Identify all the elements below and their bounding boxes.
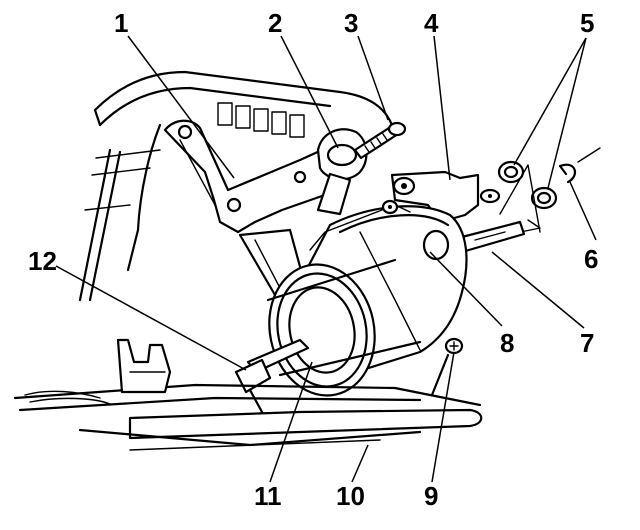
dash-frame bbox=[78, 70, 394, 302]
bushings bbox=[497, 160, 558, 210]
callout-12: 12 bbox=[28, 246, 57, 276]
callout-2: 2 bbox=[268, 8, 282, 38]
base-panel bbox=[13, 338, 483, 451]
callout-3: 3 bbox=[344, 8, 358, 38]
callout-4: 4 bbox=[424, 8, 439, 38]
callout-1: 1 bbox=[114, 8, 128, 38]
callout-10: 10 bbox=[336, 481, 365, 511]
blower-wheel bbox=[266, 258, 422, 397]
link-rod bbox=[456, 220, 526, 254]
callout-9: 9 bbox=[424, 481, 438, 511]
lower-screw bbox=[430, 337, 464, 397]
linkage-plate bbox=[390, 170, 501, 224]
retaining-clip bbox=[558, 147, 601, 184]
callout-11: 11 bbox=[254, 481, 282, 511]
callout-5: 5 bbox=[580, 8, 594, 38]
callout-7: 7 bbox=[580, 328, 594, 358]
actuator-gear bbox=[316, 128, 368, 216]
callout-8: 8 bbox=[500, 328, 514, 358]
leader-lines bbox=[55, 35, 597, 483]
screw bbox=[353, 121, 407, 160]
callout-6: 6 bbox=[584, 244, 598, 274]
callouts: 1 2 3 4 5 6 7 8 9 10 11 12 bbox=[28, 8, 598, 511]
